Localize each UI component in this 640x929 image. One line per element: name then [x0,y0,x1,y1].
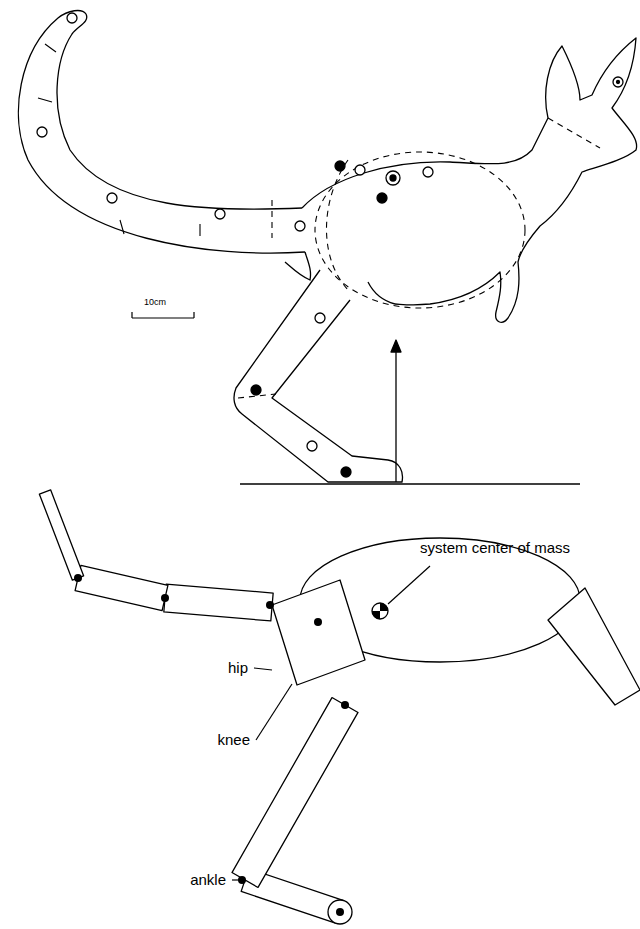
tail-outline [18,11,305,254]
joint-dot [238,876,246,884]
joint-dot [341,701,349,709]
head-segment [548,588,640,705]
pouch-outline [368,282,395,304]
limb-segment [75,565,168,610]
limb-segment [164,584,273,621]
com-quadrant [372,611,380,619]
limb-segment [39,490,83,580]
joint-label: hip [228,660,248,677]
joint-dot [161,594,169,602]
scale-label: 10cm [144,298,166,308]
joint-label: ankle [190,872,226,889]
ground-line [240,483,580,484]
joint-label: knee [217,732,250,749]
thigh-segment [272,580,365,685]
callout-label: system center of mass [420,540,570,557]
rump-outline [285,252,311,280]
joint-dot [314,618,322,626]
limb-segment [232,698,358,888]
force-arrow [395,342,396,482]
body-outline [302,38,637,322]
com-symbol [372,603,388,619]
joint-dot [266,601,274,609]
foot-dot [336,908,344,916]
foot-end [328,900,352,924]
scale-bar [132,312,194,318]
com-quadrant [380,603,388,611]
joint-dot [74,574,82,582]
